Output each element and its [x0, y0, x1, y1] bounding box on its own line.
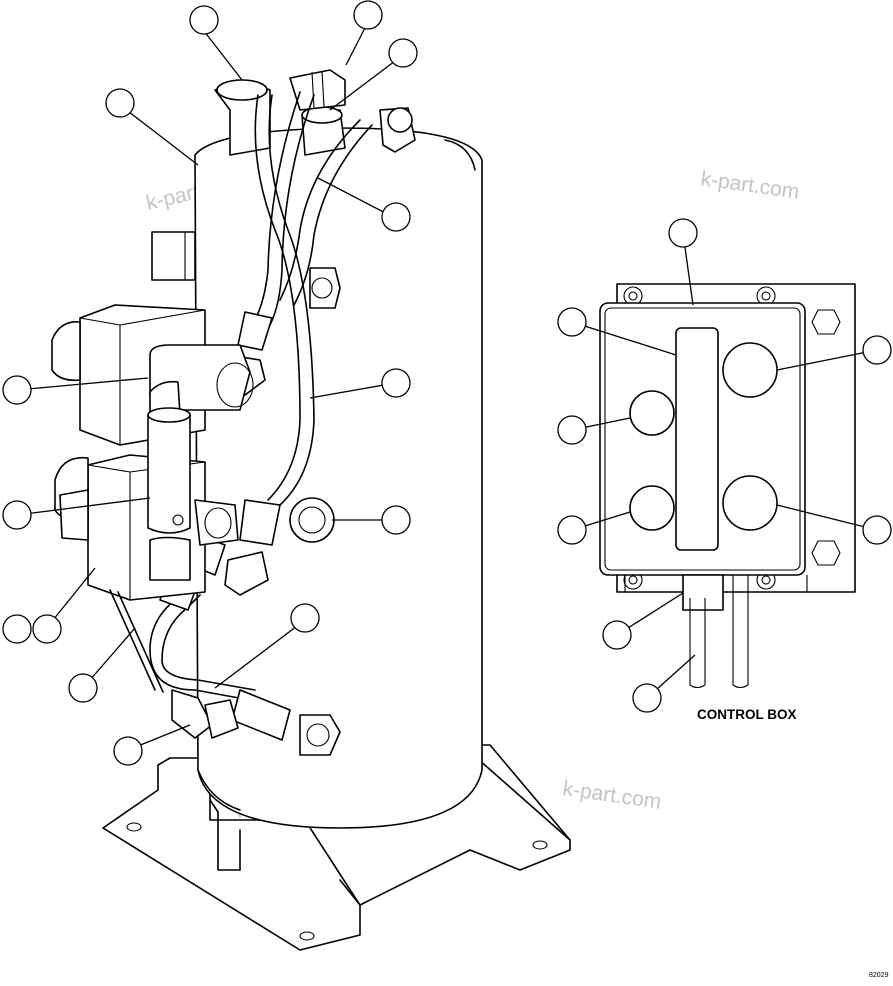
callout-bubble — [381, 505, 411, 535]
callout-bubble — [189, 5, 219, 35]
top-fittings — [214, 69, 416, 156]
callout-bubble — [381, 368, 411, 398]
callout-bubble — [557, 307, 587, 337]
callout-bubble — [68, 673, 98, 703]
callouts — [2, 0, 892, 766]
callout-bubble — [862, 515, 892, 545]
callout-bubble — [105, 88, 135, 118]
callout-bubble — [557, 515, 587, 545]
watermark-4: k-part.com — [561, 777, 662, 814]
control-box-label: CONTROL BOX — [697, 707, 797, 722]
callout-bubble — [2, 614, 32, 644]
callout-bubble — [862, 335, 892, 365]
callout-bubble — [668, 218, 698, 248]
receiver-tank — [151, 127, 483, 829]
callout-bubble — [2, 375, 32, 405]
callout-bubble — [388, 38, 418, 68]
callout-bubble — [32, 614, 62, 644]
callout-bubble — [290, 603, 320, 633]
watermark-2: k-part.com — [699, 167, 800, 204]
callout-bubble — [381, 202, 411, 232]
control-box — [599, 283, 856, 689]
callout-bubble — [557, 415, 587, 445]
callout-bubble — [632, 683, 662, 713]
callout-bubble — [113, 736, 143, 766]
drawing-number: 82029 — [869, 972, 889, 979]
mounting-base — [102, 744, 571, 951]
callout-bubble — [353, 0, 383, 30]
valve-blocks — [51, 304, 254, 693]
callout-bubble — [602, 620, 632, 650]
callout-bubble — [2, 500, 32, 530]
